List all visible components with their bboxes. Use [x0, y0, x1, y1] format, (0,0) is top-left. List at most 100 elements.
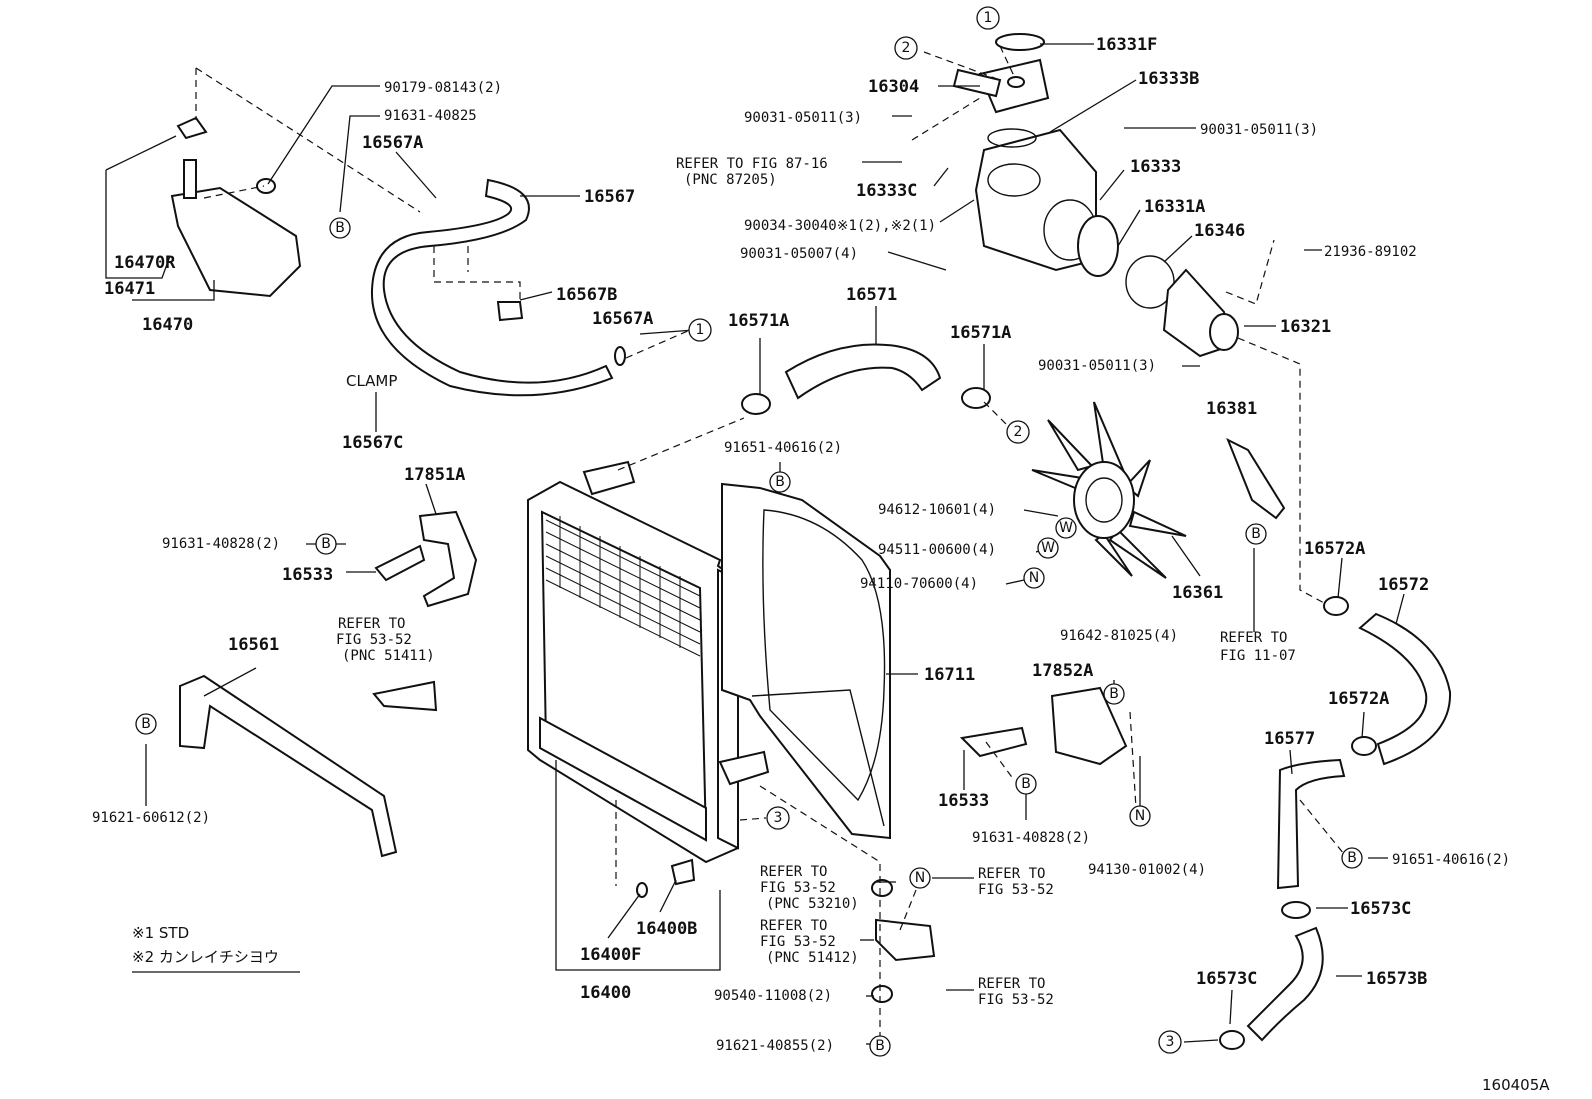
label-16567B: 16567B	[556, 285, 617, 305]
label-91621-60612: 91621-60612(2)	[92, 810, 210, 826]
label-16533-a: 16533	[282, 565, 333, 585]
radiator-16400	[527, 460, 770, 864]
water-inlet-16321	[1162, 268, 1239, 358]
label-16400B: 16400B	[636, 919, 697, 939]
svg-text:B: B	[335, 220, 345, 236]
label-16567A-a: 16567A	[362, 133, 423, 153]
label-fig-11-07: FIG 11-07	[1220, 648, 1296, 664]
label-94110-70600: 94110-70600(4)	[860, 576, 978, 592]
label-16321: 16321	[1280, 317, 1331, 337]
svg-text:W: W	[1059, 520, 1073, 536]
label-17852A: 17852A	[1032, 661, 1093, 681]
callout-1-hose: 1	[688, 318, 712, 342]
label-fig-53-52-53210: FIG 53-52	[760, 880, 836, 896]
label-91631-40828-b: 91631-40828(2)	[972, 830, 1090, 846]
svg-text:3: 3	[774, 810, 783, 826]
label-16572: 16572	[1378, 575, 1429, 595]
svg-text:B: B	[875, 1038, 885, 1054]
label-pnc-53210: (PNC 53210)	[766, 896, 859, 912]
callout-b-4: B	[769, 471, 791, 493]
label-90179-08143: 90179-08143(2)	[384, 80, 502, 96]
svg-text:W: W	[1041, 540, 1055, 556]
label-16567A-b: 16567A	[592, 309, 653, 329]
label-94130-01002: 94130-01002(4)	[1088, 862, 1206, 878]
svg-text:B: B	[1251, 526, 1261, 542]
label-91651-40616-b: 91651-40616(2)	[1392, 852, 1510, 868]
label-16572A-b: 16572A	[1328, 689, 1389, 709]
svg-text:B: B	[775, 474, 785, 490]
note-2: ※2 カンレイチシヨウ	[132, 948, 279, 966]
callout-symbols: 1 2 1 2 3 3 B B B B B B B B B W W N N N	[135, 6, 1363, 1057]
bracket-51412	[875, 918, 936, 962]
hose-16573B	[1246, 926, 1324, 1042]
label-16573B: 16573B	[1366, 969, 1427, 989]
label-16470R: 16470R	[114, 253, 176, 273]
svg-text:N: N	[915, 870, 925, 886]
callout-b-9: B	[869, 1035, 891, 1057]
callout-b-8: B	[1341, 847, 1363, 869]
label-16573C-b: 16573C	[1196, 969, 1257, 989]
leader-lines	[105, 43, 1405, 1045]
callout-n-2: N	[1129, 805, 1151, 827]
label-16577: 16577	[1264, 729, 1315, 749]
label-16561: 16561	[228, 635, 279, 655]
reservoir-16470	[170, 116, 302, 298]
callout-b-6: B	[1103, 683, 1125, 705]
hose-16571	[784, 343, 942, 400]
label-16331A: 16331A	[1144, 197, 1205, 217]
water-pump-16333	[974, 128, 1119, 277]
label-16533-b: 16533	[938, 791, 989, 811]
label-91642-81025: 91642-81025(4)	[1060, 628, 1178, 644]
svg-text:B: B	[1109, 686, 1119, 702]
label-pnc-51411: (PNC 51411)	[342, 648, 435, 664]
callout-2-top: 2	[894, 36, 918, 60]
label-16333: 16333	[1130, 157, 1181, 177]
label-16573C-a: 16573C	[1350, 899, 1411, 919]
label-91651-40616-a: 91651-40616(2)	[724, 440, 842, 456]
label-refer-87-16: REFER TO FIG 87-16	[676, 156, 828, 172]
svg-text:B: B	[141, 716, 151, 732]
label-16400: 16400	[580, 983, 631, 1003]
water-outlet-16304	[952, 58, 1050, 114]
label-fig-53-52-51411: FIG 53-52	[336, 632, 412, 648]
part-labels: 16331F 16304 16333B 90031-05011(3) 90031…	[92, 35, 1510, 1054]
callout-3-hose: 3	[1158, 1030, 1182, 1054]
bracket-51411	[372, 680, 438, 712]
svg-text:1: 1	[696, 322, 705, 338]
callout-b-1: B	[329, 217, 351, 239]
fan-shroud-16711	[721, 482, 891, 840]
label-pnc-87205: (PNC 87205)	[684, 172, 777, 188]
svg-text:1: 1	[984, 10, 993, 26]
svg-text:N: N	[1029, 570, 1039, 586]
figure-id: 160405A	[1482, 1076, 1550, 1094]
label-fig-53-52-51412: FIG 53-52	[760, 934, 836, 950]
label-16333C: 16333C	[856, 181, 917, 201]
label-16361: 16361	[1172, 583, 1223, 603]
label-refer-to-53-52-c: REFER TO	[978, 976, 1045, 992]
svg-text:2: 2	[1014, 424, 1023, 440]
label-16381: 16381	[1206, 399, 1257, 419]
label-90031-05007: 90031-05007(4)	[740, 246, 858, 262]
stay-16533a	[374, 544, 426, 582]
label-16304: 16304	[868, 77, 919, 97]
callout-n-1: N	[1023, 567, 1045, 589]
callout-2-clamp: 2	[1006, 420, 1030, 444]
note-1: ※1 STD	[132, 924, 189, 942]
bracket-16381	[1226, 437, 1286, 520]
label-pnc-51412: (PNC 51412)	[766, 950, 859, 966]
label-16567: 16567	[584, 187, 635, 207]
label-16333B: 16333B	[1138, 69, 1199, 89]
svg-text:N: N	[1135, 808, 1145, 824]
callout-b-7: B	[1015, 773, 1037, 795]
label-16571A-b: 16571A	[950, 323, 1011, 343]
notes: ※1 STD ※2 カンレイチシヨウ	[132, 924, 300, 973]
bracket-17852A	[1050, 686, 1128, 766]
label-16400F: 16400F	[580, 945, 641, 965]
callout-w-1: W	[1055, 517, 1077, 539]
label-17851A: 17851A	[404, 465, 465, 485]
stay-16561	[179, 674, 398, 858]
label-94612-10601: 94612-10601(4)	[878, 502, 996, 518]
label-16346: 16346	[1194, 221, 1245, 241]
hose-16567	[370, 178, 614, 397]
label-90540-11008: 90540-11008(2)	[714, 988, 832, 1004]
